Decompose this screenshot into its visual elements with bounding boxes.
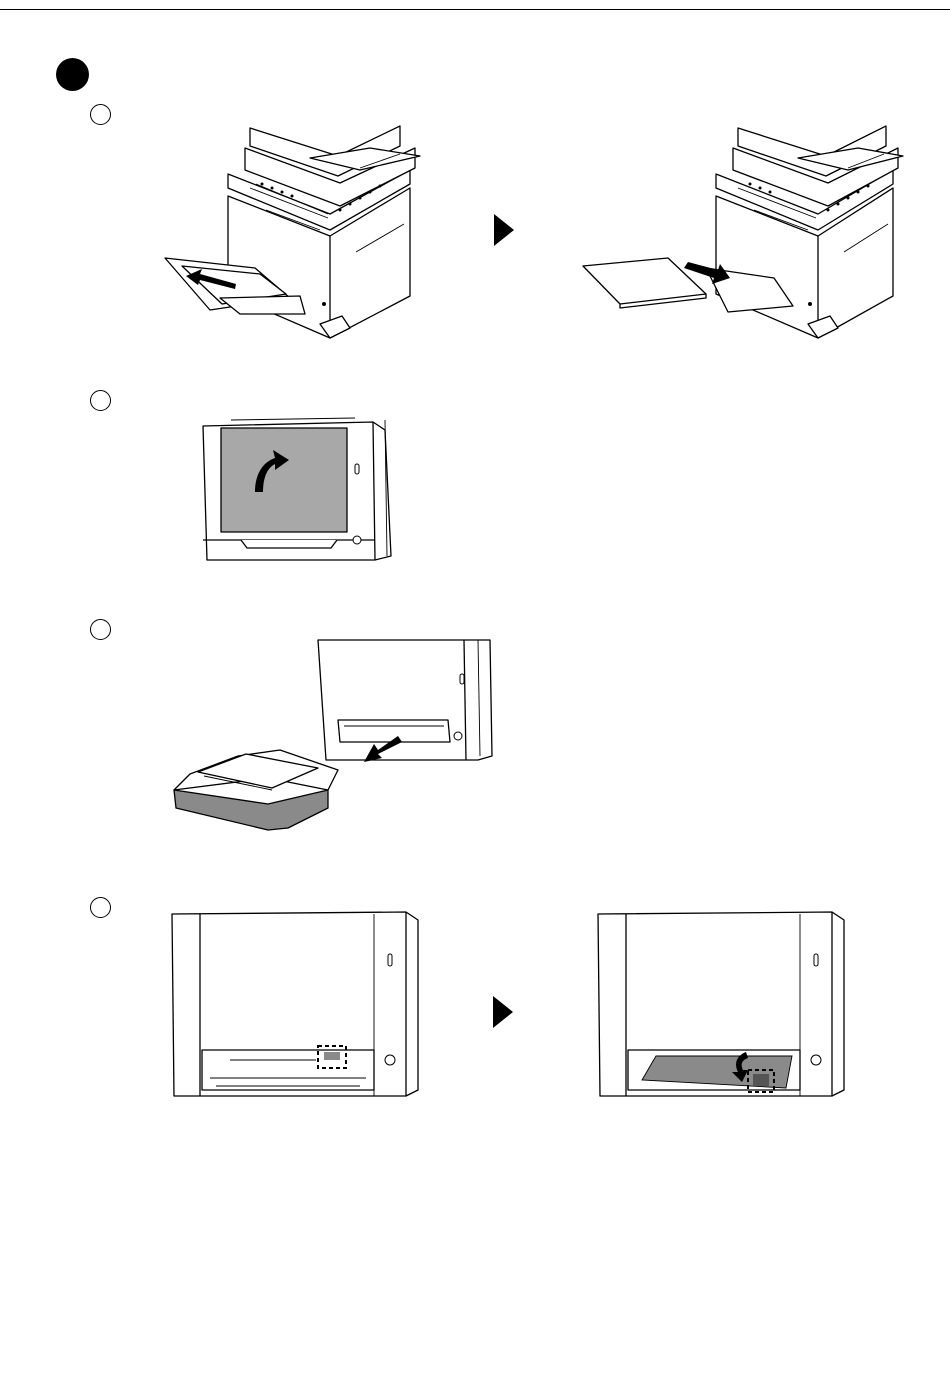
step-circle-icon [90,897,111,918]
printer-removing-paper-illustration [160,118,425,343]
section-marker-icon [56,58,89,91]
printer-pulling-cassette-illustration [168,638,498,838]
step-circle-icon [90,619,111,640]
step-circle-icon [90,104,111,125]
printer-cassette-slot-illustration [170,910,422,1100]
printer-closing-cover-illustration [195,416,397,566]
step-arrow-icon [493,996,513,1028]
top-rule [0,9,950,10]
printer-cassette-slot-lowered-illustration [596,910,848,1100]
step-arrow-icon [494,214,514,246]
step-circle-icon [90,390,111,411]
printer-closing-tray-illustration [578,118,898,343]
